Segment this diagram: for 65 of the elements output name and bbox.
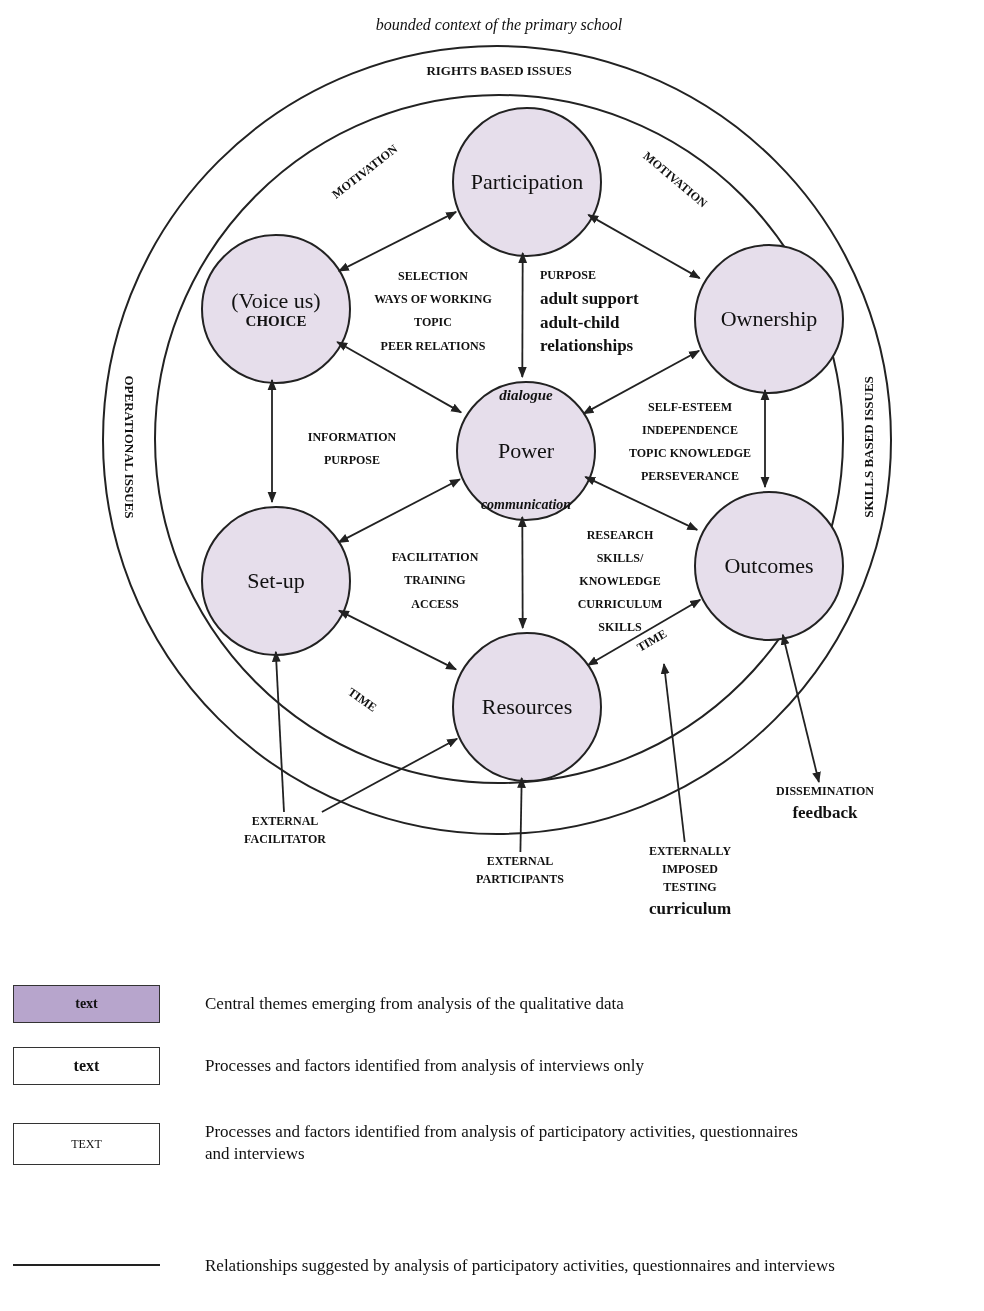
- arrow: [584, 476, 699, 531]
- factor-label: SELECTION: [398, 268, 468, 284]
- theme-label: (Voice us): [231, 287, 321, 313]
- arrow: [336, 341, 463, 414]
- factor-label: PURPOSE: [324, 452, 380, 468]
- factor-label: CURRICULUM: [577, 596, 663, 612]
- theme-label: communication: [480, 496, 572, 513]
- band-label: SKILLS BASED ISSUES: [861, 376, 877, 518]
- theme-label: Participation: [470, 169, 584, 195]
- arrow: [587, 214, 701, 279]
- factor-label: TOPIC: [414, 314, 452, 330]
- factor-label: TRAINING: [404, 572, 466, 588]
- factor-label: KNOWLEDGE: [579, 573, 661, 589]
- arrow: [321, 737, 459, 813]
- factor-label: EXTERNAL PARTICIPANTS: [455, 852, 585, 892]
- factor-label: FACILITATION: [391, 549, 479, 565]
- factor-label: ACCESS: [411, 596, 459, 612]
- arrow: [780, 633, 821, 784]
- theme-label: Resources: [481, 694, 573, 720]
- arrow: [337, 211, 458, 272]
- factor-label: INFORMATION: [307, 429, 397, 445]
- arrow: [338, 609, 457, 671]
- factor-label: TOPIC KNOWLEDGE: [628, 445, 752, 461]
- legend-text: Central themes emerging from analysis of the qualitative data: [205, 993, 625, 1015]
- theme-label: Power: [497, 437, 555, 464]
- legend-text: Processes and factors identified from analysis of participatory activities, questionnaires and interviews: [205, 1121, 799, 1166]
- theme-label: dialogue: [499, 387, 553, 405]
- factor-label: WAYS OF WORKING: [374, 291, 492, 307]
- factor-label: EXTERNALLY IMPOSED TESTING: [647, 843, 733, 896]
- factor-label: RESEARCH: [586, 527, 654, 543]
- legend-text: Processes and factors identified from analysis of interviews only: [205, 1055, 646, 1077]
- arrow: [267, 378, 277, 504]
- factor-label: curriculum: [648, 898, 732, 920]
- boundary-circle: [154, 94, 844, 784]
- swatch-label: text: [75, 996, 98, 1012]
- theme-label: Outcomes: [724, 553, 814, 579]
- legend-text: Relationships suggested by analysis of participatory activities, questionnaires and interviews: [205, 1255, 836, 1277]
- factor-label: PURPOSE: [540, 268, 596, 283]
- band-label: OPERATIONAL ISSUES: [121, 375, 137, 519]
- factor-label: SELF-ESTEEM: [648, 399, 732, 415]
- arrow: [760, 388, 770, 489]
- theme-label: Set-up: [247, 568, 305, 594]
- context-heading: bounded context of the primary school: [375, 15, 623, 35]
- factor-label: DISSEMINATION: [776, 783, 874, 800]
- arrow: [517, 251, 528, 379]
- theme-label: CHOICE: [245, 313, 307, 331]
- band-label: RIGHTS BASED ISSUES: [426, 63, 572, 79]
- theme-label: Ownership: [720, 306, 818, 332]
- factor-label: PEER RELATIONS: [380, 338, 486, 354]
- arrow: [337, 478, 461, 544]
- arrow: [517, 776, 526, 853]
- arrow: [586, 598, 702, 667]
- factor-label: EXTERNAL FACILITATOR: [225, 812, 345, 852]
- factor-label: feedback: [792, 802, 858, 824]
- factor-label: SKILLS/: [596, 550, 644, 566]
- factor-label: adult-child relationships: [540, 312, 635, 357]
- arrow: [582, 349, 701, 415]
- swatch-label: text: [73, 1057, 100, 1075]
- swatch-label: TEXT: [71, 1136, 102, 1152]
- factor-label: PERSEVERANCE: [641, 468, 739, 484]
- arrow: [271, 650, 285, 813]
- arrow: [517, 515, 528, 630]
- arrow: [660, 662, 686, 843]
- factor-label: adult support: [540, 288, 640, 310]
- factor-label: INDEPENDENCE: [642, 422, 738, 438]
